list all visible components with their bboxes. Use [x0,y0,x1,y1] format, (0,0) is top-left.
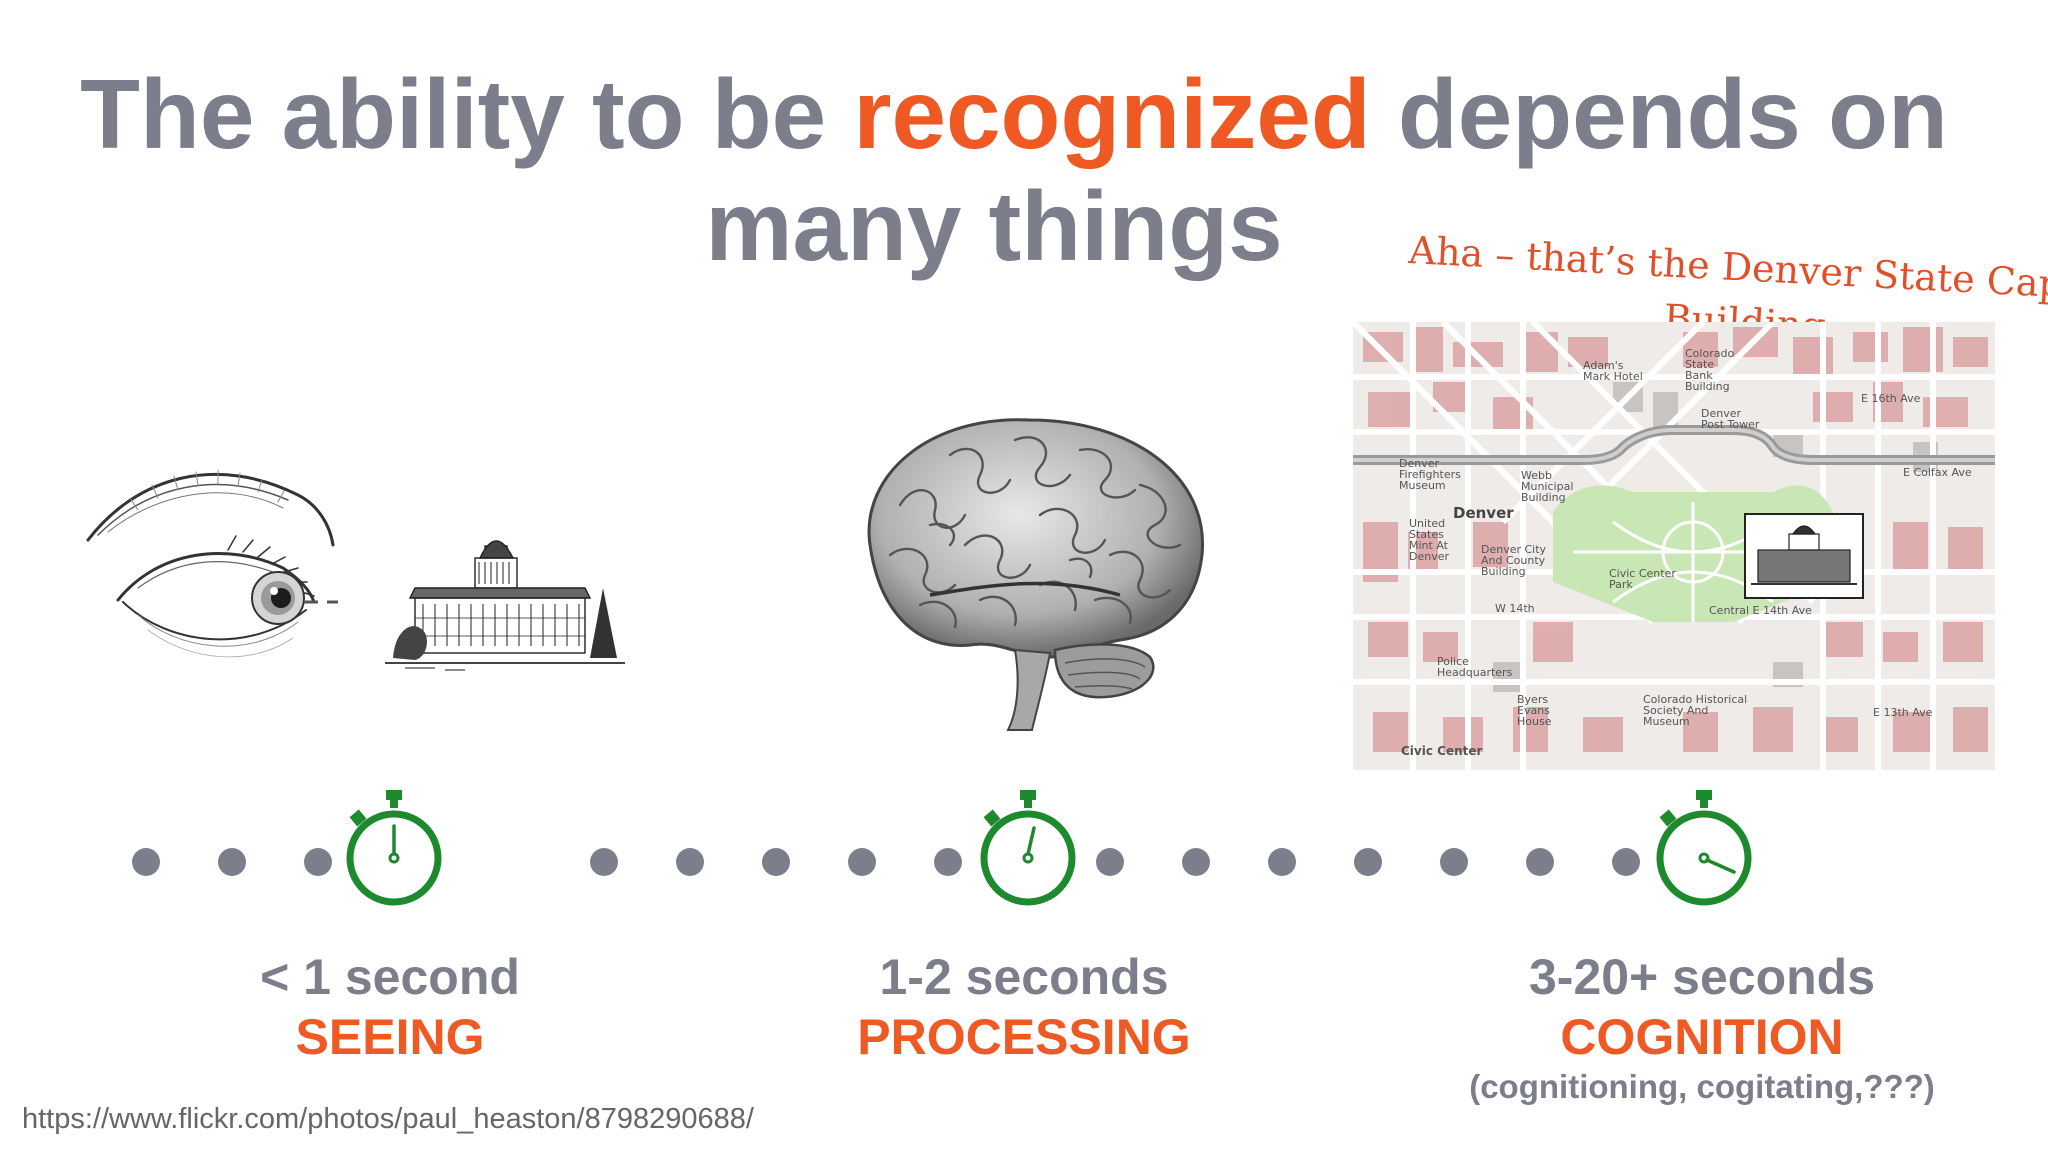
eye-illustration [86,469,338,658]
map-label-e-14th: Central E 14th Ave [1709,604,1812,617]
timeline-dot [1096,848,1124,876]
stopwatch-icon [346,790,442,906]
timeline-dot [934,848,962,876]
map-label-w-14th: W 14th [1495,602,1535,615]
stage-1-time: < 1 second [260,949,520,1005]
map-label-e-colfax: E Colfax Ave [1903,466,1972,479]
stage-1-label: SEEING [295,1009,485,1065]
map-label-city-county: Denver City And County Building [1481,543,1547,578]
stopwatch-icon [1656,790,1752,906]
map-label-mint: United States Mint At Denver [1409,517,1450,563]
timeline-dot [590,848,618,876]
stage-3-note: (cognitioning, cogitating,???) [1469,1068,1935,1105]
map-label-post: Denver Post Tower [1701,407,1760,431]
timeline-dot [1440,848,1468,876]
map-label-e-13th: E 13th Ave [1873,706,1933,719]
image-credit-link[interactable]: https://www.flickr.com/photos/paul_heast… [22,1103,754,1135]
timeline-dot [304,848,332,876]
timeline-dot [1268,848,1296,876]
map-label-firefighters: Denver Firefighters Museum [1399,457,1461,492]
timeline-dot [676,848,704,876]
timeline-dot [1354,848,1382,876]
stage-3-label: COGNITION [1560,1009,1844,1065]
map-label-civic-center: Civic Center [1401,744,1483,758]
map-label-civic-park: Civic Center Park [1609,567,1676,591]
slide-title: The ability to be recognized depends on … [0,58,2048,282]
timeline-dot [1612,848,1640,876]
timeline-dot [1526,848,1554,876]
map-label-police: Police Headquarters [1437,655,1513,679]
map-label-byers: Byers Evans House [1517,693,1552,728]
map-graphic [1353,322,1995,770]
map-label-bank: Colorado State Bank Building [1685,347,1735,393]
timeline-dot [218,848,246,876]
stopwatch-icon [980,790,1076,906]
brain-illustration [867,418,1205,731]
map-label-e-16th: E 16th Ave [1861,392,1921,405]
timeline-dot [762,848,790,876]
capitol-building-sketch [385,540,625,671]
timeline-dot [848,848,876,876]
title-line-2: many things [705,171,1283,281]
stage-2-time: 1-2 seconds [879,949,1169,1005]
stage-2-label: PROCESSING [857,1009,1191,1065]
title-highlight: recognized [853,59,1371,169]
map-label-denver: Denver [1453,504,1514,522]
map-label-webb: Webb Municipal Building [1521,469,1574,504]
title-line-1: The ability to be recognized depends on [80,59,1948,169]
stage-3-time: 3-20+ seconds [1528,949,1876,1005]
map-label-adams: Adam's Mark Hotel [1583,359,1643,383]
map-of-denver: Denver Civic Center E 16th Ave E Colfax … [1353,322,1995,770]
map-label-history: Colorado Historical Society And Museum [1643,693,1748,728]
timeline-dot [1182,848,1210,876]
timeline-dot [132,848,160,876]
